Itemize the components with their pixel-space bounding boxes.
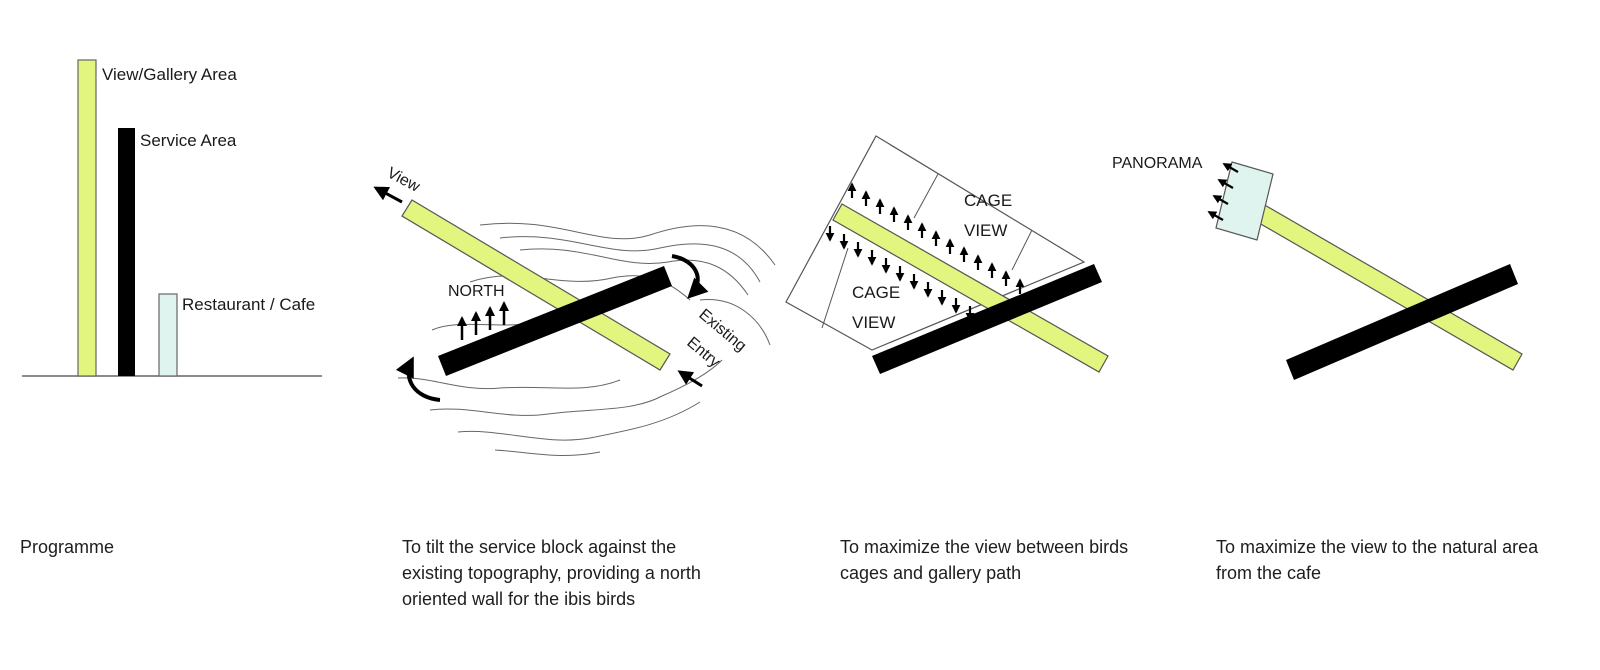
cage-caption: To maximize the view between birds cages… [840, 537, 1129, 583]
panorama-arrows [1207, 163, 1239, 221]
north-arrows [457, 301, 509, 340]
restaurant-bar [158, 293, 178, 377]
cage-divider-3 [821, 247, 849, 329]
service-block [438, 266, 672, 376]
cage-panel: CAGE VIEW CAGE VIEW [785, 135, 1109, 374]
topography-contours [397, 222, 776, 456]
programme-caption: Programme [20, 537, 115, 557]
gallery-area-label: View/Gallery Area [102, 65, 237, 84]
tilt-caption: To tilt the service block against the ex… [402, 537, 701, 609]
cage-label-bottom: CAGE [852, 283, 900, 302]
service-bar [118, 128, 135, 376]
cage-divider-1 [913, 173, 939, 219]
service-block [1286, 264, 1518, 380]
rotate-arrow-bottom [395, 356, 441, 402]
cage-enclosure [785, 135, 1086, 351]
cafe-block [1215, 161, 1274, 241]
view-arrow [373, 186, 403, 204]
north-label: NORTH [448, 283, 505, 300]
service-area-label: Service Area [140, 131, 237, 150]
tilt-panel: View NORTH Existing Entry [373, 165, 776, 456]
programme-panel: View/Gallery Area Service Area Restauran… [22, 59, 322, 377]
rotate-arrow-top [671, 254, 709, 299]
view-label-top: VIEW [964, 221, 1007, 240]
service-block [872, 264, 1102, 374]
view-arrows-down [825, 226, 975, 322]
view-label-bottom: VIEW [852, 313, 895, 332]
panorama-panel: PANORAMA [1112, 155, 1523, 380]
cage-label-top: CAGE [964, 191, 1012, 210]
entry-label: Entry [683, 334, 723, 371]
restaurant-label: Restaurant / Cafe [182, 295, 315, 314]
cage-divider-2 [1011, 229, 1033, 271]
panorama-label: PANORAMA [1112, 155, 1203, 172]
view-arrows-up [847, 182, 1025, 294]
gallery-bar [77, 59, 97, 377]
view-label: View [384, 165, 423, 196]
entry-arrow [677, 370, 703, 388]
panorama-caption: To maximize the view to the natural area… [1216, 537, 1539, 583]
